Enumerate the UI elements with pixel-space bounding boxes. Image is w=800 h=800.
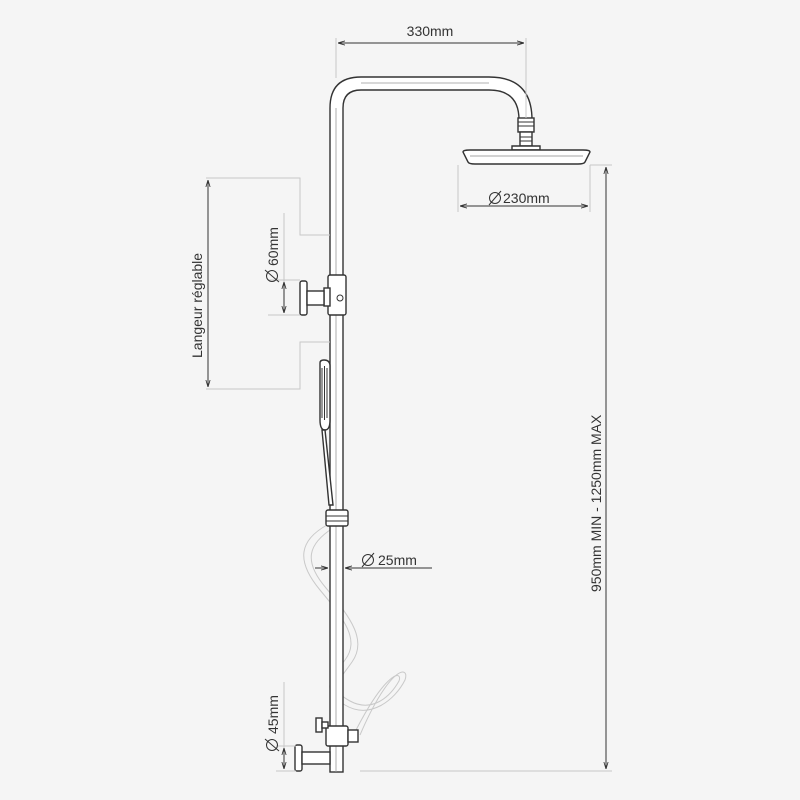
riser-pipe	[329, 281, 344, 773]
dimension-height-range: 950mm MIN - 1250mm MAX	[360, 164, 612, 772]
diameter-icon	[264, 269, 280, 283]
bottom-valve-knob	[294, 744, 331, 772]
diverter-diameter-label: 45mm	[265, 695, 281, 734]
dimension-valve-diameter: 60mm	[264, 213, 300, 316]
dimension-pipe-diameter: 25mm	[315, 552, 432, 568]
diameter-icon	[361, 552, 375, 568]
head-diameter-label: 230mm	[503, 190, 550, 206]
valve-diameter-label: 60mm	[265, 227, 281, 266]
hand-shower	[319, 359, 334, 506]
overhead-arm	[329, 76, 533, 283]
arm-width-label: 330mm	[407, 23, 454, 39]
dimension-head-diameter: 230mm	[457, 165, 591, 212]
height-range-label: 950mm MIN - 1250mm MAX	[588, 414, 604, 592]
head-connector	[517, 117, 535, 147]
diverter	[315, 717, 359, 747]
dimension-adjustable-length: Langeur réglable	[189, 177, 330, 390]
dimension-arm-width: 330mm	[335, 23, 527, 118]
top-valve-knob	[299, 280, 325, 316]
diameter-icon	[264, 738, 280, 752]
rain-shower-head	[462, 145, 591, 165]
pipe-diameter-label: 25mm	[378, 552, 417, 568]
dimension-diverter-diameter: 45mm	[264, 682, 296, 772]
sliding-bracket	[323, 274, 347, 316]
adjustable-length-label: Langeur réglable	[189, 253, 205, 358]
diameter-icon	[488, 190, 502, 206]
hand-shower-holder	[325, 509, 349, 527]
